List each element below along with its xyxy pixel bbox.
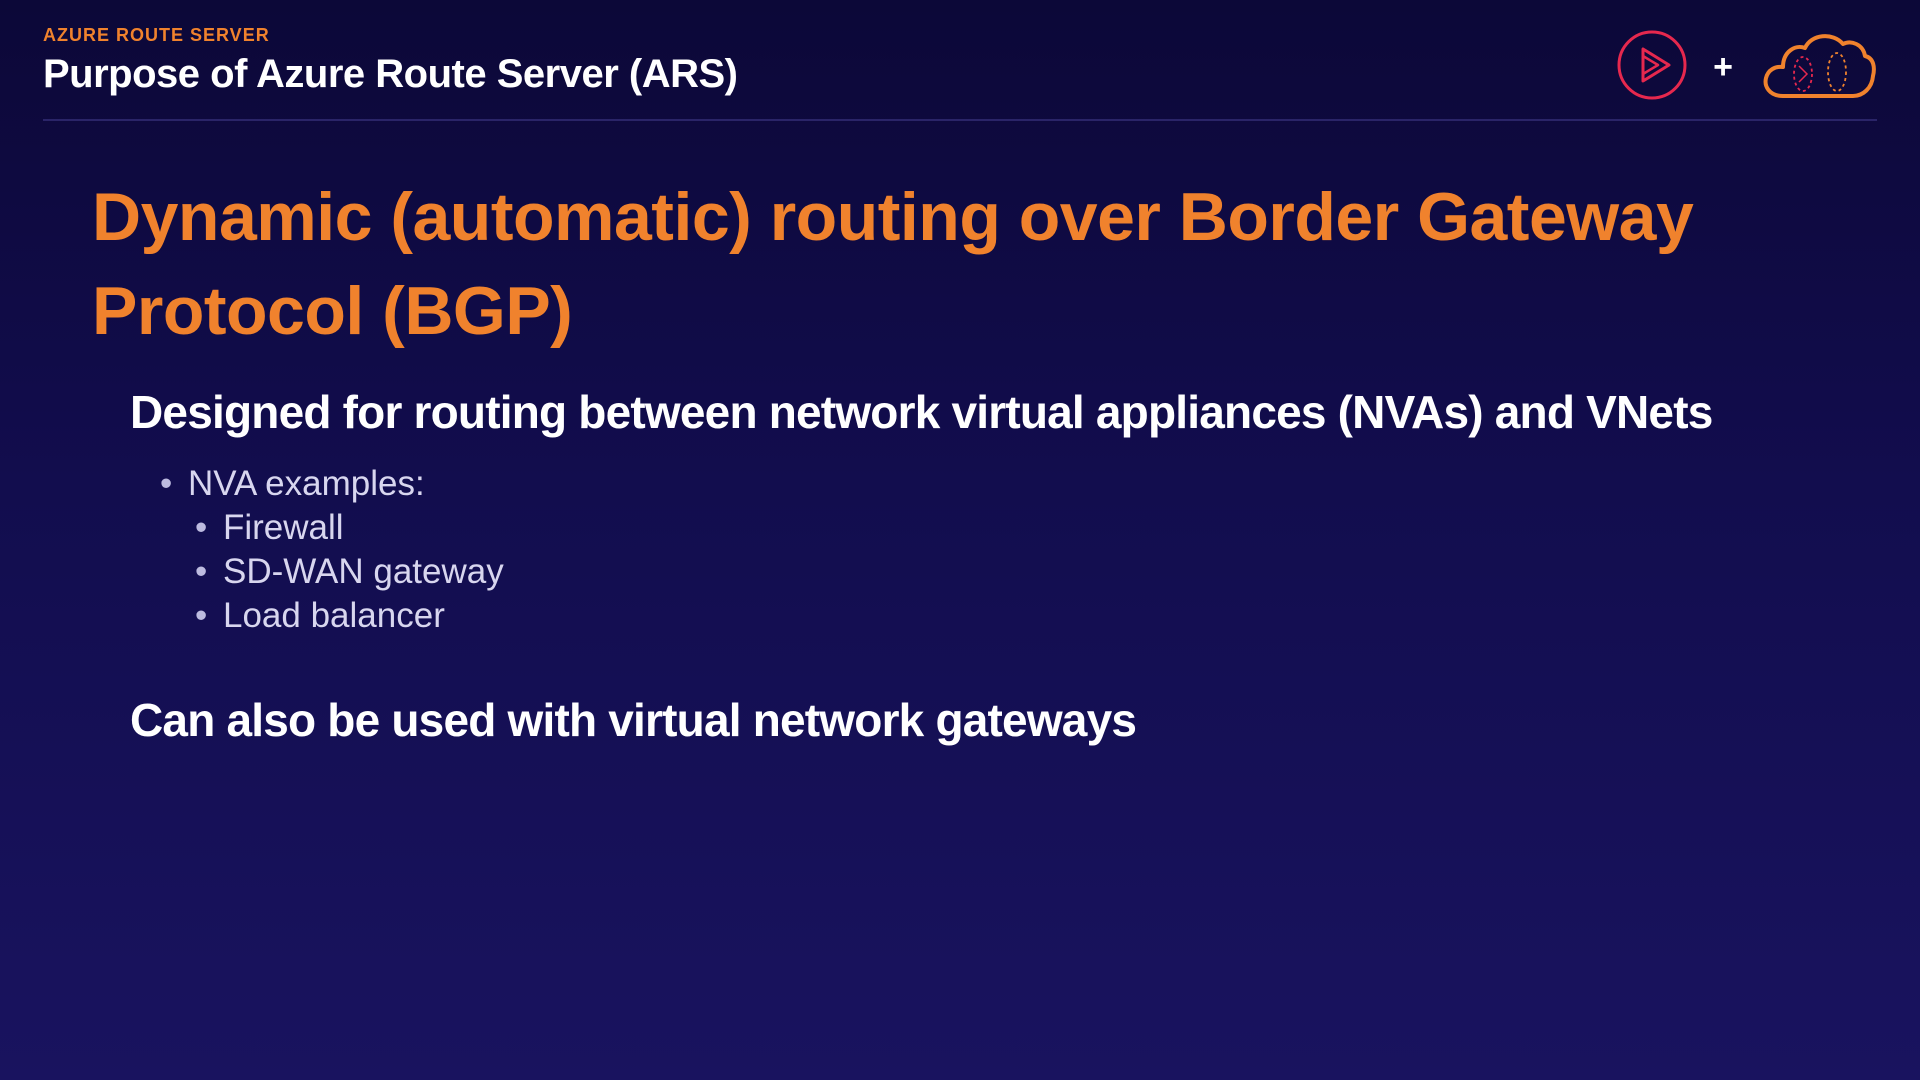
- point-nva-routing: Designed for routing between network vir…: [130, 386, 1713, 438]
- header-divider: [43, 119, 1877, 121]
- list-item: SD-WAN gateway: [195, 550, 504, 594]
- point-gateways: Can also be used with virtual network ga…: [130, 694, 1137, 746]
- logo-group: +: [1617, 30, 1877, 104]
- play-icon: [1617, 30, 1687, 105]
- list-item: Load balancer: [195, 594, 504, 638]
- list-item: Firewall: [195, 506, 504, 550]
- section-label: AZURE ROUTE SERVER: [43, 25, 270, 45]
- nva-examples-list: NVA examples: Firewall SD-WAN gateway Lo…: [160, 462, 504, 638]
- slide-header: AZURE ROUTE SERVER Purpose of Azure Rout…: [43, 24, 738, 98]
- main-heading: Dynamic (automatic) routing over Border …: [92, 179, 1694, 349]
- list-item: NVA examples:: [160, 462, 504, 506]
- page-title: Purpose of Azure Route Server (ARS): [43, 52, 738, 96]
- plus-sign: +: [1713, 48, 1733, 86]
- cloud-icon: [1761, 28, 1877, 107]
